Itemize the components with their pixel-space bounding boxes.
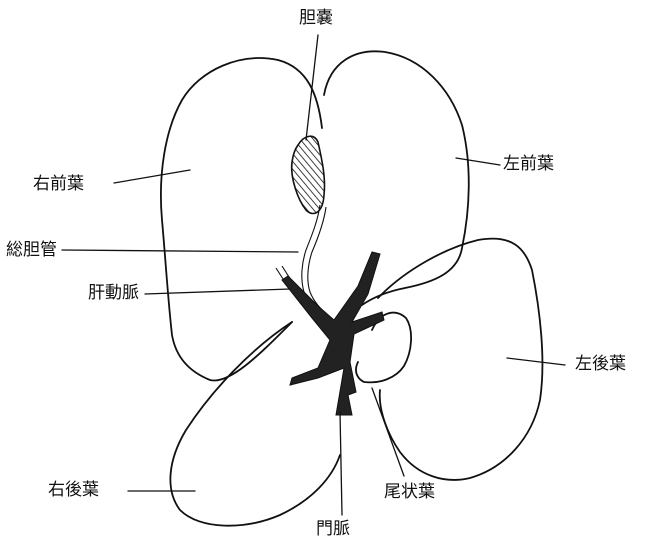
left-posterior-lobe-leader <box>507 358 565 365</box>
left-posterior-lobe-label: 左後葉 <box>575 356 626 373</box>
left-anterior-lobe-leader <box>456 158 500 165</box>
hepatic-artery-label: 肝動脈 <box>88 285 139 302</box>
right-anterior-lobe-leader <box>114 170 190 183</box>
right-posterior-lobe-label: 右後葉 <box>48 482 99 499</box>
portal-vein-leader <box>340 412 342 515</box>
common-bile-duct-label: 総胆管 <box>6 242 57 259</box>
caudate-lobe-label: 尾状葉 <box>384 484 435 501</box>
right-anterior-lobe-outline <box>161 58 322 380</box>
portal-vein-label: 門脈 <box>316 521 350 538</box>
portal-vein-shape <box>282 252 384 415</box>
left-anterior-lobe-outline <box>324 51 469 305</box>
gallbladder-shape <box>292 136 325 213</box>
gallbladder-leader <box>306 35 318 140</box>
caudate-lobe-leader <box>372 388 404 476</box>
left-anterior-lobe-label: 左前葉 <box>503 156 554 173</box>
hepatic-artery-leader <box>145 289 290 294</box>
common-bile-duct-leader <box>62 250 298 252</box>
right-posterior-lobe-outline <box>170 322 340 526</box>
right-anterior-lobe-label: 右前葉 <box>33 176 84 193</box>
gallbladder-label: 胆嚢 <box>299 10 333 27</box>
